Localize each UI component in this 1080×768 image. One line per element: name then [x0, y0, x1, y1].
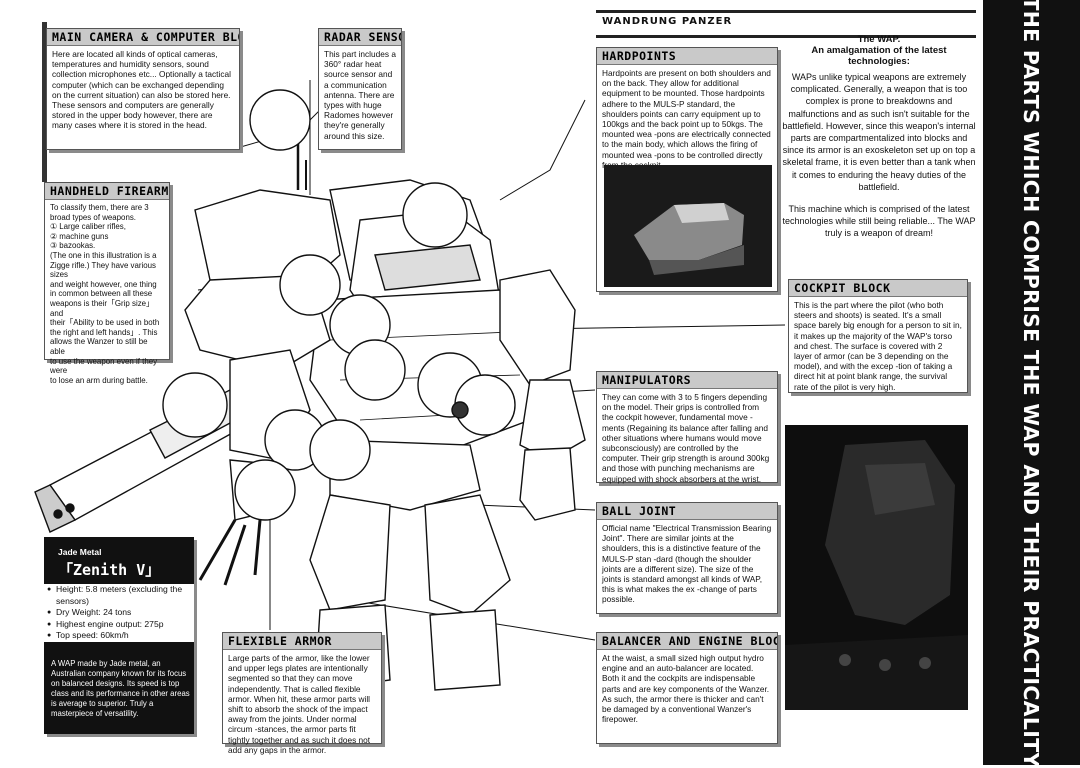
radar-sensor-block: RADAR SENSOR This part includes a 360° r… — [318, 28, 402, 150]
battlefield-photo — [785, 425, 968, 710]
intro-title: The WAP. — [857, 34, 901, 45]
ball-joint-title: BALL JOINT — [597, 503, 777, 520]
spec-item: Top speed: 60km/h — [44, 630, 194, 642]
spec-item: Height: 5.8 meters (excluding the sensor… — [44, 584, 194, 607]
handheld-firearm-block: HANDHELD FIREARM To classify them, there… — [44, 182, 170, 385]
intro-panel: The WAP. An amalgamation of the latest t… — [780, 34, 978, 240]
intro-paragraph-1: WAPs unlike typical weapons are extremel… — [782, 72, 976, 192]
cockpit-title: COCKPIT BLOCK — [789, 280, 967, 297]
handheld-firearm-text: To classify them, there are 3 broad type… — [50, 203, 160, 385]
main-camera-title: MAIN CAMERA & COMPUTER BLOCK — [47, 29, 239, 46]
sidebar-title: THE PARTS WHICH COMPRISE THE WAP AND THE… — [1019, 0, 1043, 768]
hardpoints-title: HARDPOINTS — [597, 48, 777, 65]
cockpit-block: COCKPIT BLOCK This is the part where the… — [788, 279, 968, 393]
flexible-armor-text: Large parts of the armor, like the lower… — [228, 653, 371, 755]
intro-paragraph-2: This machine which is comprised of the l… — [782, 204, 976, 239]
header-bar: WANDRUNG PANZER — [596, 10, 976, 38]
hardpoint-photo — [604, 165, 772, 287]
hardpoints-text: Hardpoints are present on both shoulders… — [602, 68, 771, 170]
ball-joint-block: BALL JOINT Official name "Electrical Tra… — [596, 502, 778, 614]
ball-joint-text: Official name "Electrical Transmission B… — [602, 523, 772, 605]
main-camera-block: MAIN CAMERA & COMPUTER BLOCK Here are lo… — [46, 28, 240, 150]
spec-description: A WAP made by Jade metal, an Australian … — [51, 659, 190, 718]
balancer-engine-title: BALANCER AND ENGINE BLOCK — [597, 633, 777, 650]
header-label: WANDRUNG PANZER — [602, 16, 733, 27]
handheld-firearm-title: HANDHELD FIREARM — [45, 183, 169, 200]
robot-body — [34, 89, 586, 691]
sidebar-title-band: THE PARTS WHICH COMPRISE THE WAP AND THE… — [983, 0, 1080, 768]
spec-item: Dry Weight: 24 tons — [44, 607, 194, 619]
spec-item: Highest engine output: 275p — [44, 619, 194, 631]
main-camera-text: Here are located all kinds of optical ca… — [52, 49, 231, 131]
radar-sensor-text: This part includes a 360° radar heat sou… — [324, 49, 396, 141]
zenith-v-illustration — [34, 80, 786, 691]
spec-list: Height: 5.8 meters (excluding the sensor… — [44, 584, 194, 642]
radar-sensor-title: RADAR SENSOR — [319, 29, 401, 46]
left-accent-strip — [42, 22, 47, 182]
spec-panel: Jade Metal 「Zenith V」 Height: 5.8 meters… — [44, 537, 194, 734]
intro-subtitle: An amalgamation of the latest technologi… — [811, 45, 947, 67]
flexible-armor-block: FLEXIBLE ARMOR Large parts of the armor,… — [222, 632, 382, 755]
spec-maker: Jade Metal — [58, 547, 102, 557]
manipulators-title: MANIPULATORS — [597, 372, 777, 389]
balancer-engine-text: At the waist, a small sized high output … — [602, 653, 770, 725]
manipulators-block: MANIPULATORS They can come with 3 to 5 f… — [596, 371, 778, 484]
cockpit-text: This is the part where the pilot (who bo… — [794, 300, 962, 392]
flexible-armor-title: FLEXIBLE ARMOR — [223, 633, 381, 650]
spec-model: 「Zenith V」 — [58, 561, 161, 579]
balancer-engine-block: BALANCER AND ENGINE BLOCK At the waist, … — [596, 632, 778, 744]
manipulators-text: They can come with 3 to 5 fingers depend… — [602, 392, 770, 484]
